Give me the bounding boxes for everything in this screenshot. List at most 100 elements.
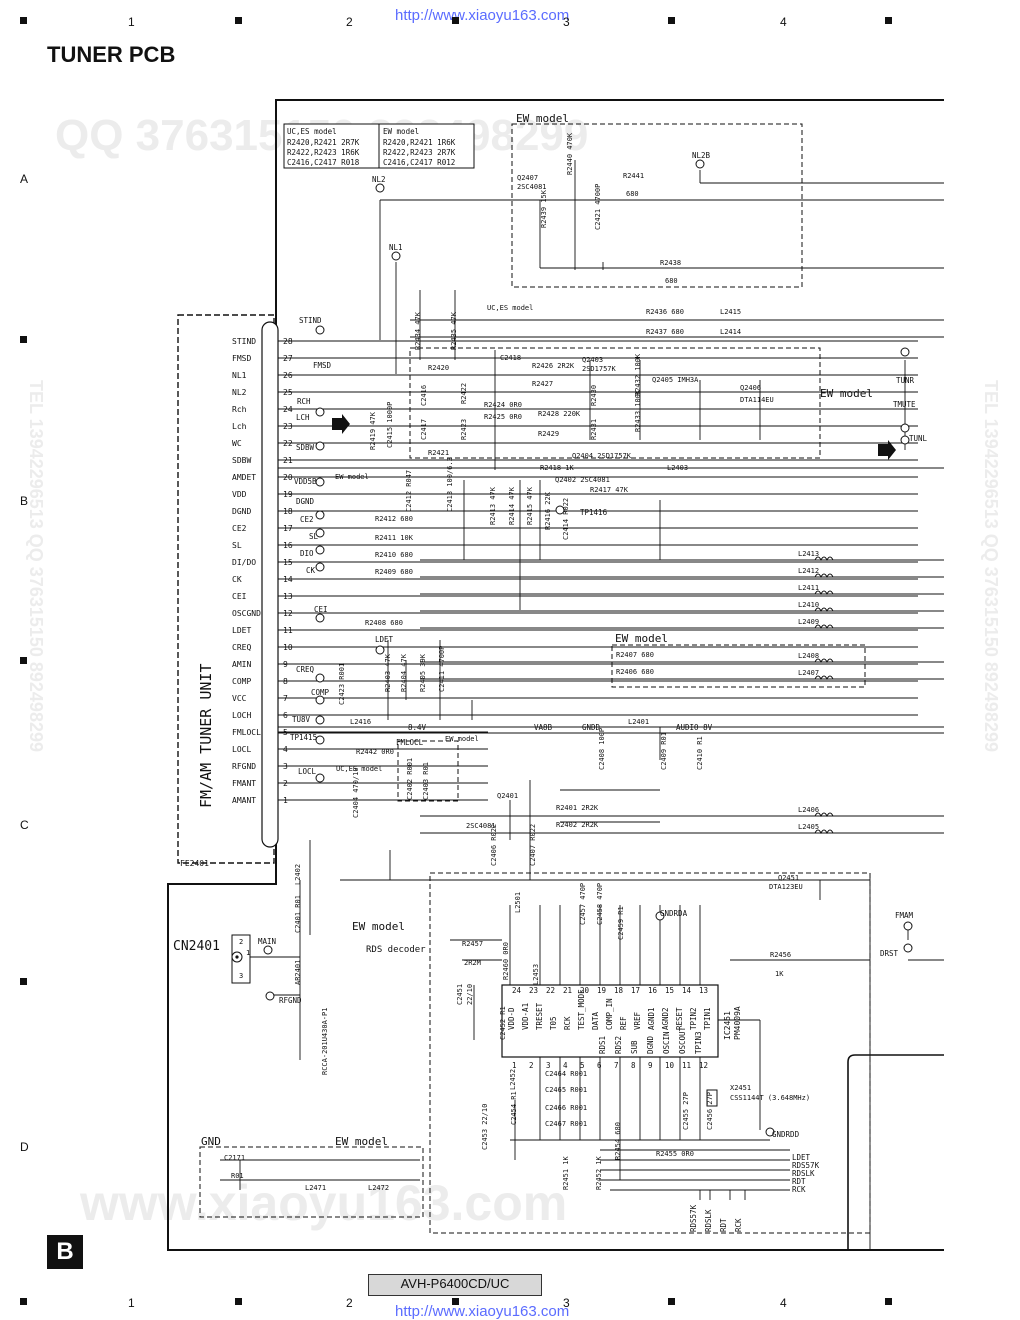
rds-bottom-label: RDT	[719, 1218, 728, 1232]
tuner-pin-number: 20	[283, 473, 293, 482]
ew-line: R2420,R2421 1R6K	[383, 138, 456, 147]
test-point	[695, 159, 705, 169]
rds-output-label: RDT	[792, 1177, 806, 1186]
component-label: R2416 22K	[544, 491, 552, 530]
tuner-pin-number: 7	[283, 694, 288, 703]
cn2401-connector: 2 1 3	[231, 934, 251, 984]
component-label: R2457	[462, 940, 483, 948]
component-label: DTA123EU	[769, 883, 803, 891]
ic-pin-name: VREF	[633, 1011, 642, 1030]
row-mark-b: B	[20, 494, 29, 508]
tuner-pin-name: NL1	[232, 371, 247, 380]
net-label: TMUTE	[893, 400, 916, 409]
registration-mark	[20, 17, 27, 24]
component-label: C2451	[456, 984, 464, 1005]
net-label: GNDRDD	[772, 1130, 800, 1139]
component-label: R2460 0R0	[502, 942, 510, 980]
test-point	[315, 441, 325, 451]
inductor-label: L2407	[798, 669, 819, 677]
component-label: R2428 220K	[538, 410, 581, 418]
x2451-ref: X2451	[730, 1084, 751, 1092]
inductor-label: L2405	[798, 823, 819, 831]
component-label: 2SC4081	[466, 822, 496, 830]
registration-mark	[668, 1298, 675, 1305]
tuner-pin-name: CK	[232, 575, 242, 584]
ic-pin-name: REF	[619, 1016, 628, 1030]
component-label: R01	[231, 1172, 244, 1180]
component-label: R2422	[460, 383, 468, 404]
component-label: R2409 680	[375, 568, 413, 576]
registration-mark	[20, 336, 27, 343]
ic-pin-name: VDD-D	[507, 1007, 516, 1030]
small-area-labels: UC,ES model EW model EW model UC,ES mode…	[335, 304, 533, 773]
component-label: R2407 680	[616, 651, 654, 659]
ic-pin-name: TPIN3	[694, 1031, 703, 1054]
ic-pin-number: 7	[614, 1061, 619, 1070]
rds-output-label: RCK	[792, 1185, 806, 1194]
tuner-pin-name: OSCGND	[232, 609, 261, 618]
tuner-pin-number: 6	[283, 711, 288, 720]
component-label: R2405 39K	[419, 653, 427, 692]
uc-es-line: R2422,R2423 1R6K	[287, 148, 360, 157]
component-label: R2438	[660, 259, 681, 267]
tuner-pin-name: SDBW	[232, 456, 251, 465]
rds-bottom-label: RDSLK	[704, 1209, 713, 1232]
test-point	[315, 673, 325, 683]
watermark-url-top: http://www.xiaoyu163.com	[395, 7, 570, 24]
component-label: C2415 1000P	[386, 402, 394, 448]
tuner-pin-name: COMP	[232, 677, 251, 686]
crystal-x2451: X2451 CSS1144T (3.648MHz)	[706, 1084, 810, 1107]
component-label: C2464 R001	[545, 1070, 587, 1078]
net-label: TU8V	[292, 715, 311, 724]
test-point	[315, 695, 325, 705]
column-mark-2: 2	[346, 15, 353, 29]
tuner-pin-number: 3	[283, 762, 288, 771]
test-points	[263, 159, 913, 1137]
component-label: R2408 680	[365, 619, 403, 627]
component-label: L2416	[350, 718, 371, 726]
column-mark-4: 4	[780, 1296, 787, 1310]
component-label: Q2402 2SC4081	[555, 476, 610, 484]
net-label: FMAM	[895, 911, 914, 920]
component-label: R2436 680	[646, 308, 684, 316]
ew-line: C2416,C2417 R012	[383, 158, 455, 167]
ew-model-label: EW model	[820, 387, 873, 400]
registration-mark	[20, 978, 27, 985]
ic-pin-name: DATA	[591, 1011, 600, 1030]
tuner-pin-number: 28	[283, 337, 293, 346]
ic-pin-number: 9	[648, 1061, 653, 1070]
tuner-pin-number: 1	[283, 796, 288, 805]
component-label: L2472	[368, 1184, 389, 1192]
ic-pin-number: 12	[699, 1061, 708, 1070]
component-label: C2413 100/6.3	[446, 457, 454, 512]
tuner-pin-name: CREQ	[232, 643, 251, 652]
ic-pin-name: T05	[549, 1016, 558, 1030]
inductor-symbol	[814, 607, 834, 613]
ic2451-part: PM4009A	[733, 1006, 742, 1040]
ic-pin-name: OSCOUT	[678, 1026, 687, 1054]
uc-es-model-label: UC,ES model	[336, 765, 382, 773]
inductor-label: L2406	[798, 806, 819, 814]
net-label: CE2	[300, 515, 314, 524]
column-mark-3: 3	[563, 15, 570, 29]
ic-pin-name: COMP_IN	[605, 998, 614, 1030]
tuner-pin-number: 13	[283, 592, 293, 601]
component-label: C2458 470P	[596, 883, 604, 925]
component-label: C2454 R1	[510, 1091, 518, 1125]
component-label: C2421 4700P	[594, 184, 602, 230]
ic-pin-number: 14	[682, 986, 692, 995]
tuner-pin-name: WC	[232, 439, 242, 448]
inductor-label: L2413	[798, 550, 819, 558]
tuner-pin-number: 12	[283, 609, 293, 618]
watermark-url-bottom: http://www.xiaoyu163.com	[395, 1303, 570, 1320]
ic-pin-number: 22	[546, 986, 555, 995]
tuner-pin-number: 10	[283, 643, 293, 652]
tuner-pin-name: SL	[232, 541, 242, 550]
tuner-pin-name: CE2	[232, 524, 247, 533]
net-label: VA8B	[534, 723, 553, 732]
tuner-pin-name: Rch	[232, 405, 247, 414]
tuner-pin-number: 21	[283, 456, 293, 465]
test-point	[315, 773, 325, 783]
test-point	[555, 505, 565, 515]
